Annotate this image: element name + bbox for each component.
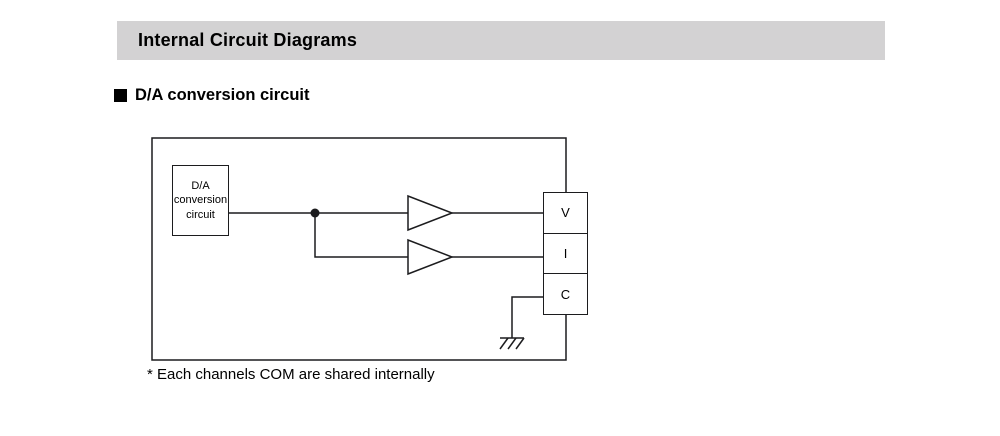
da-conversion-block: D/A conversion circuit [172, 165, 229, 236]
section-header-bar: Internal Circuit Diagrams [117, 21, 885, 60]
terminal-block: V I C [543, 192, 588, 315]
circuit-enclosure-outline [151, 137, 567, 361]
footnote: * Each channels COM are shared internall… [147, 366, 435, 383]
page-title: Internal Circuit Diagrams [138, 30, 358, 50]
terminal-i: I [544, 234, 587, 275]
ground-icon [499, 337, 525, 350]
wire-branch-to-amp2 [314, 213, 408, 258]
amplifier1-icon [407, 194, 455, 232]
junction-dot-icon [310, 208, 320, 218]
amplifier2-icon [407, 238, 455, 276]
terminal-i-label: I [563, 246, 568, 261]
terminal-v-label: V [561, 205, 570, 221]
terminal-c: C [544, 274, 587, 314]
da-block-label-line1: D/A [191, 180, 210, 193]
terminal-c-label: C [560, 286, 571, 302]
wire-c-to-ground [511, 296, 543, 338]
terminal-v: V [544, 193, 587, 234]
da-block-label-line2: conversion [173, 194, 228, 207]
subsection-title: D/A conversion circuit [135, 86, 310, 104]
da-block-label-line3: circuit [186, 208, 215, 221]
square-bullet-icon [114, 89, 127, 102]
subsection-heading: D/A conversion circuit [114, 86, 310, 105]
